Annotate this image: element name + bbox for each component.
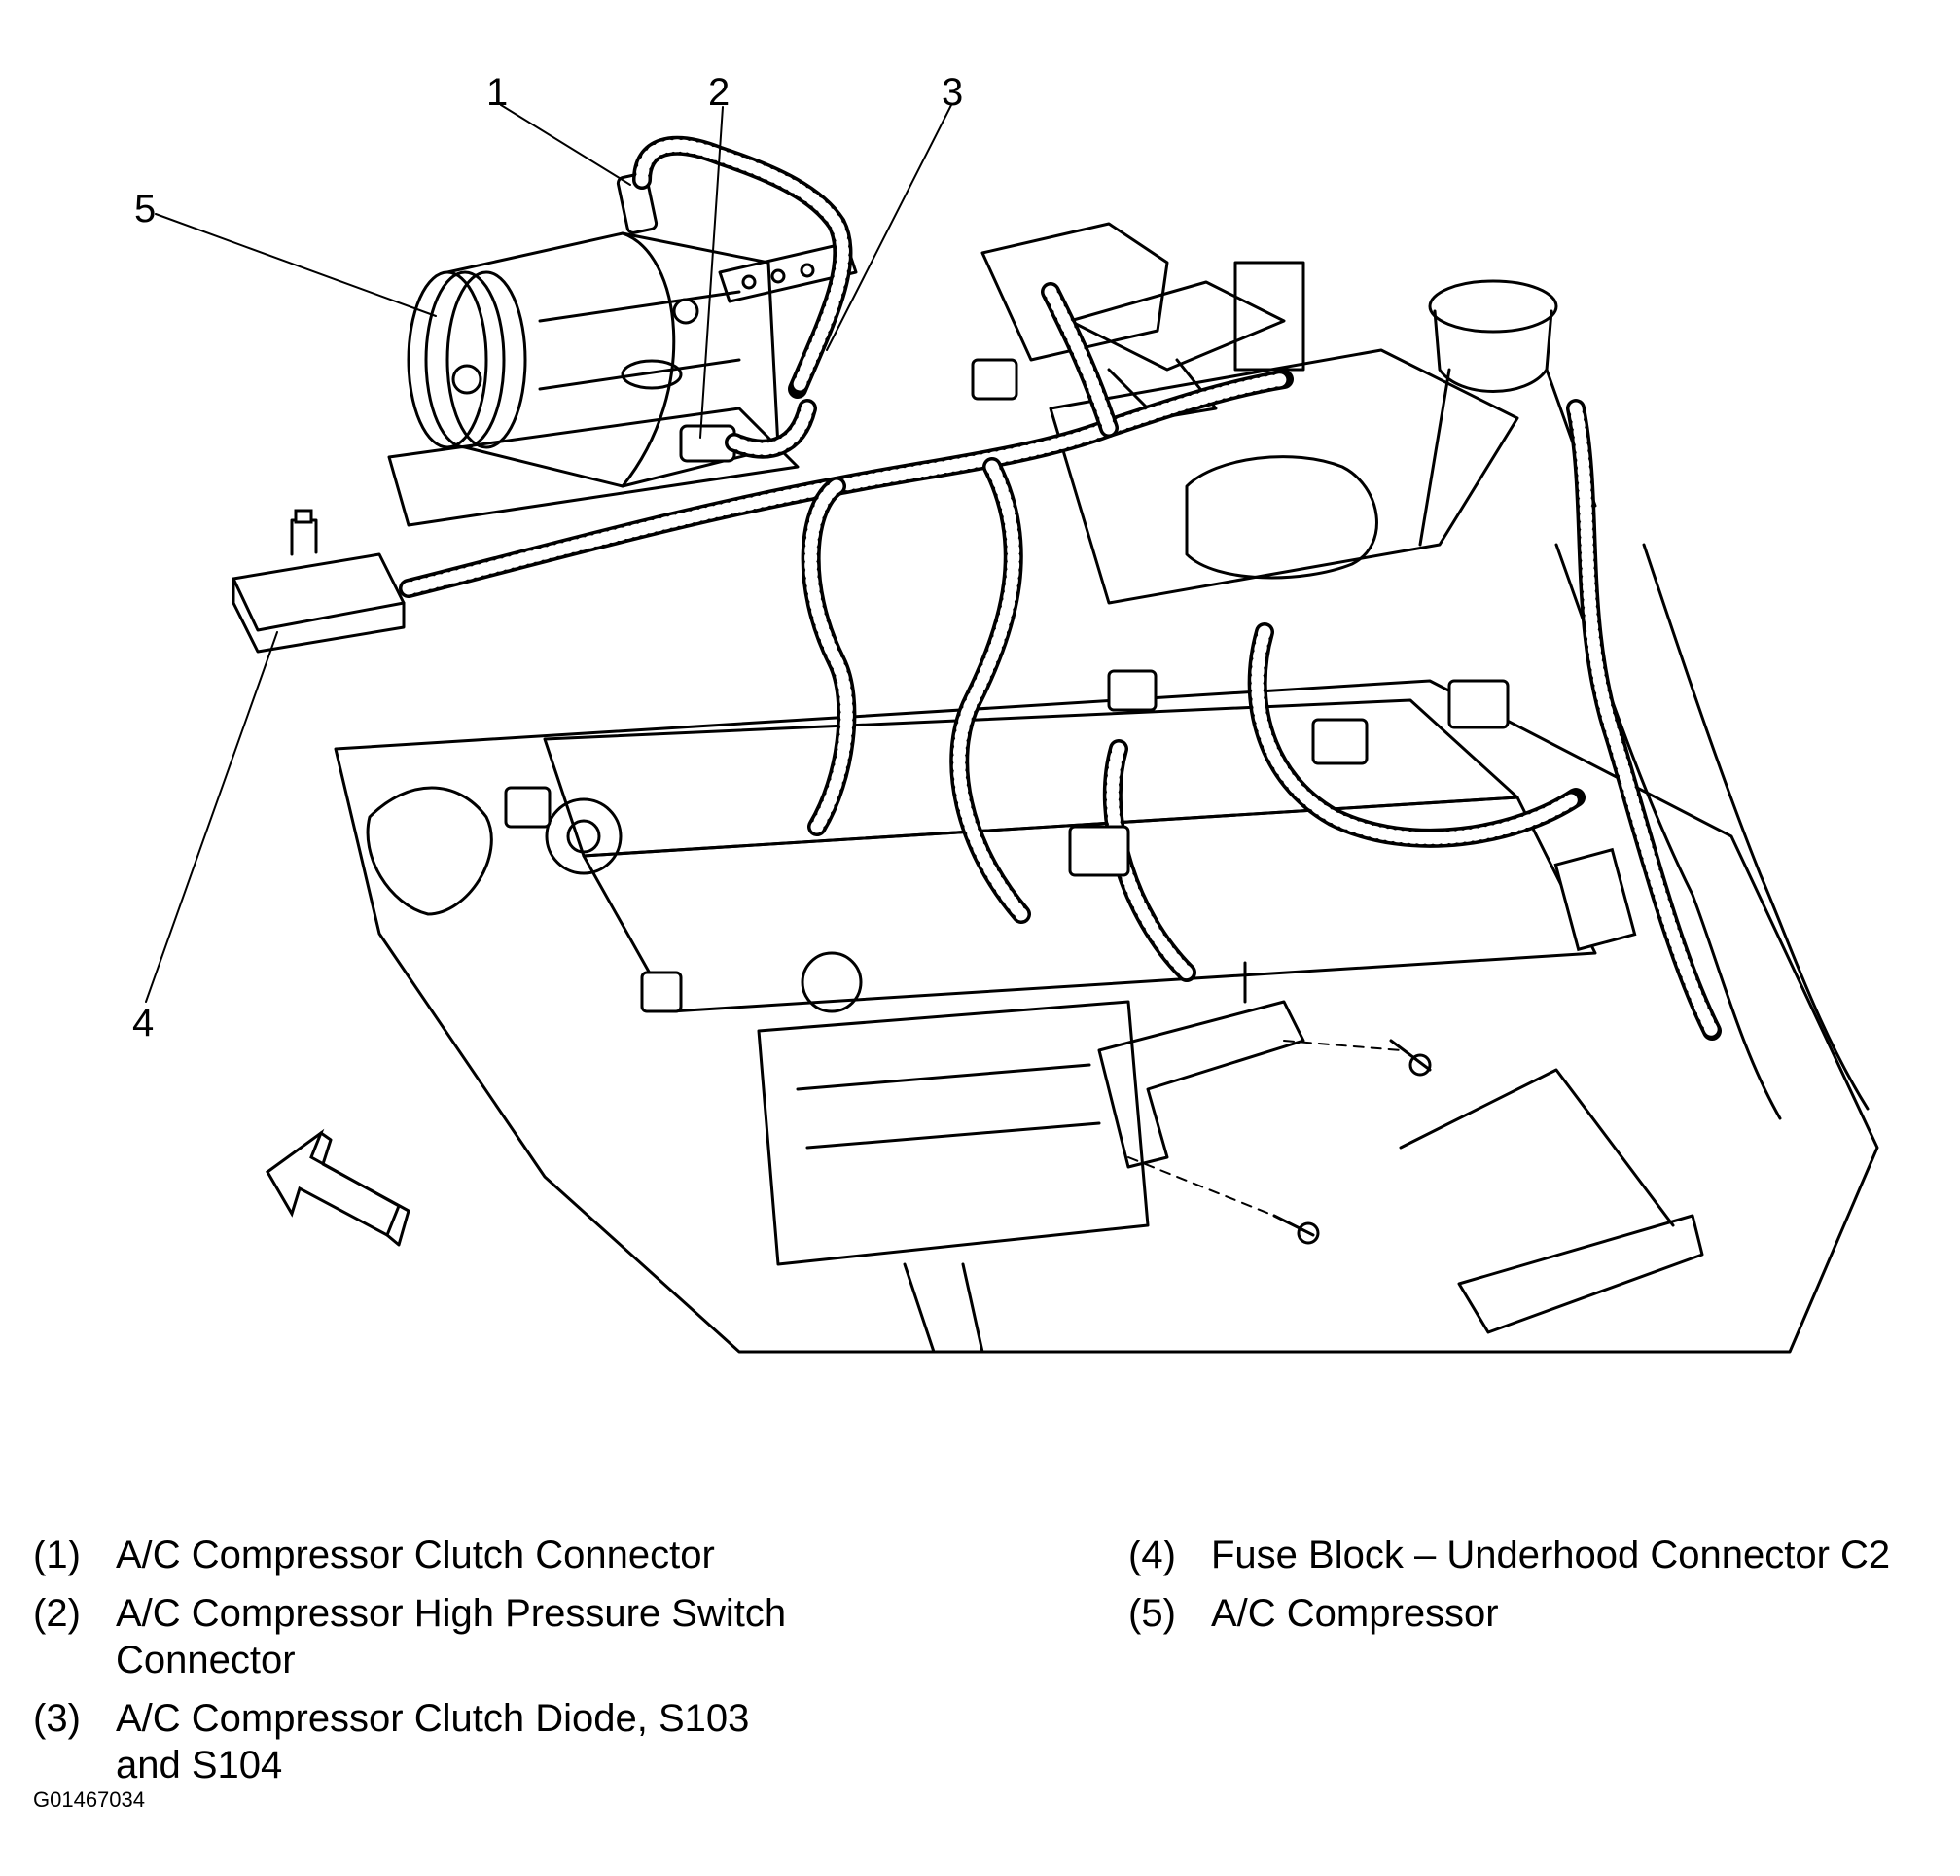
mounting-bracket	[1097, 961, 1432, 1245]
callout-1: 1	[486, 71, 508, 114]
legend-item-2: (2) A/C Compressor High Pressure Switch …	[33, 1590, 870, 1683]
legend-text: A/C Compressor Clutch Connector	[116, 1534, 715, 1576]
legend-right-column: (4) Fuse Block – Underhood Connector C2 …	[1128, 1532, 1945, 1648]
legend-number: (4)	[1128, 1534, 1176, 1576]
callout-2: 2	[708, 71, 730, 114]
callout-4: 4	[132, 1002, 154, 1044]
legend-item-4: (4) Fuse Block – Underhood Connector C2	[1128, 1532, 1945, 1578]
legend-left-column: (1) A/C Compressor Clutch Connector (2) …	[33, 1532, 870, 1800]
radiator-hose	[1553, 399, 1870, 1120]
legend-text: A/C Compressor	[1211, 1592, 1499, 1635]
main-wiring-harness	[399, 282, 1586, 982]
fuse-block-underhood-connector-c2	[232, 509, 406, 654]
engine-block	[334, 679, 1879, 1354]
callout-5: 5	[134, 188, 156, 230]
legend-text: A/C Compressor Clutch Diode, S103 and S1…	[116, 1697, 750, 1787]
figure-id: G01467034	[33, 1788, 145, 1812]
callout-3: 3	[942, 71, 963, 114]
engine-compartment-illustration: 1 2 3 4 5	[132, 71, 1879, 1354]
legend-number: (5)	[1128, 1592, 1176, 1635]
legend-text: A/C Compressor High Pressure Switch Conn…	[116, 1592, 787, 1681]
legend-number: (1)	[33, 1534, 81, 1576]
ac-compressor-clutch-connector	[616, 135, 853, 399]
leader-lines	[145, 104, 952, 1003]
legend-item-1: (1) A/C Compressor Clutch Connector	[33, 1532, 870, 1578]
intake-manifold	[980, 222, 1519, 605]
legend-text: Fuse Block – Underhood Connector C2	[1211, 1534, 1891, 1576]
legend-number: (3)	[33, 1697, 81, 1740]
harness-connectors	[504, 358, 1510, 1013]
ac-compressor	[387, 231, 858, 527]
legend-item-3: (3) A/C Compressor Clutch Diode, S103 an…	[33, 1695, 870, 1788]
ac-high-pressure-switch-connector	[679, 399, 817, 463]
front-direction-arrow-icon	[266, 1128, 410, 1247]
legend-number: (2)	[33, 1592, 81, 1635]
legend-item-5: (5) A/C Compressor	[1128, 1590, 1945, 1637]
